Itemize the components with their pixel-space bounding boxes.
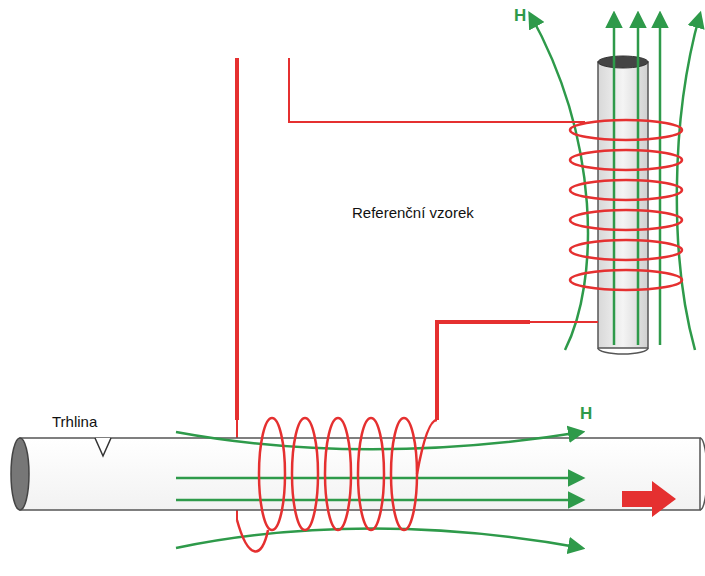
field-label: H: [514, 6, 526, 26]
motion-arrow: [622, 481, 676, 517]
part-label: Referenční vzorek: [352, 204, 474, 222]
crack: [95, 438, 111, 456]
reference-coil: [570, 120, 682, 290]
defect-label: Trhlina: [52, 413, 97, 431]
field-label: H: [580, 404, 592, 424]
reference-sample: [598, 56, 648, 354]
field-lines: [176, 432, 582, 548]
field-lines: [530, 14, 700, 350]
test-coil: [237, 418, 437, 551]
